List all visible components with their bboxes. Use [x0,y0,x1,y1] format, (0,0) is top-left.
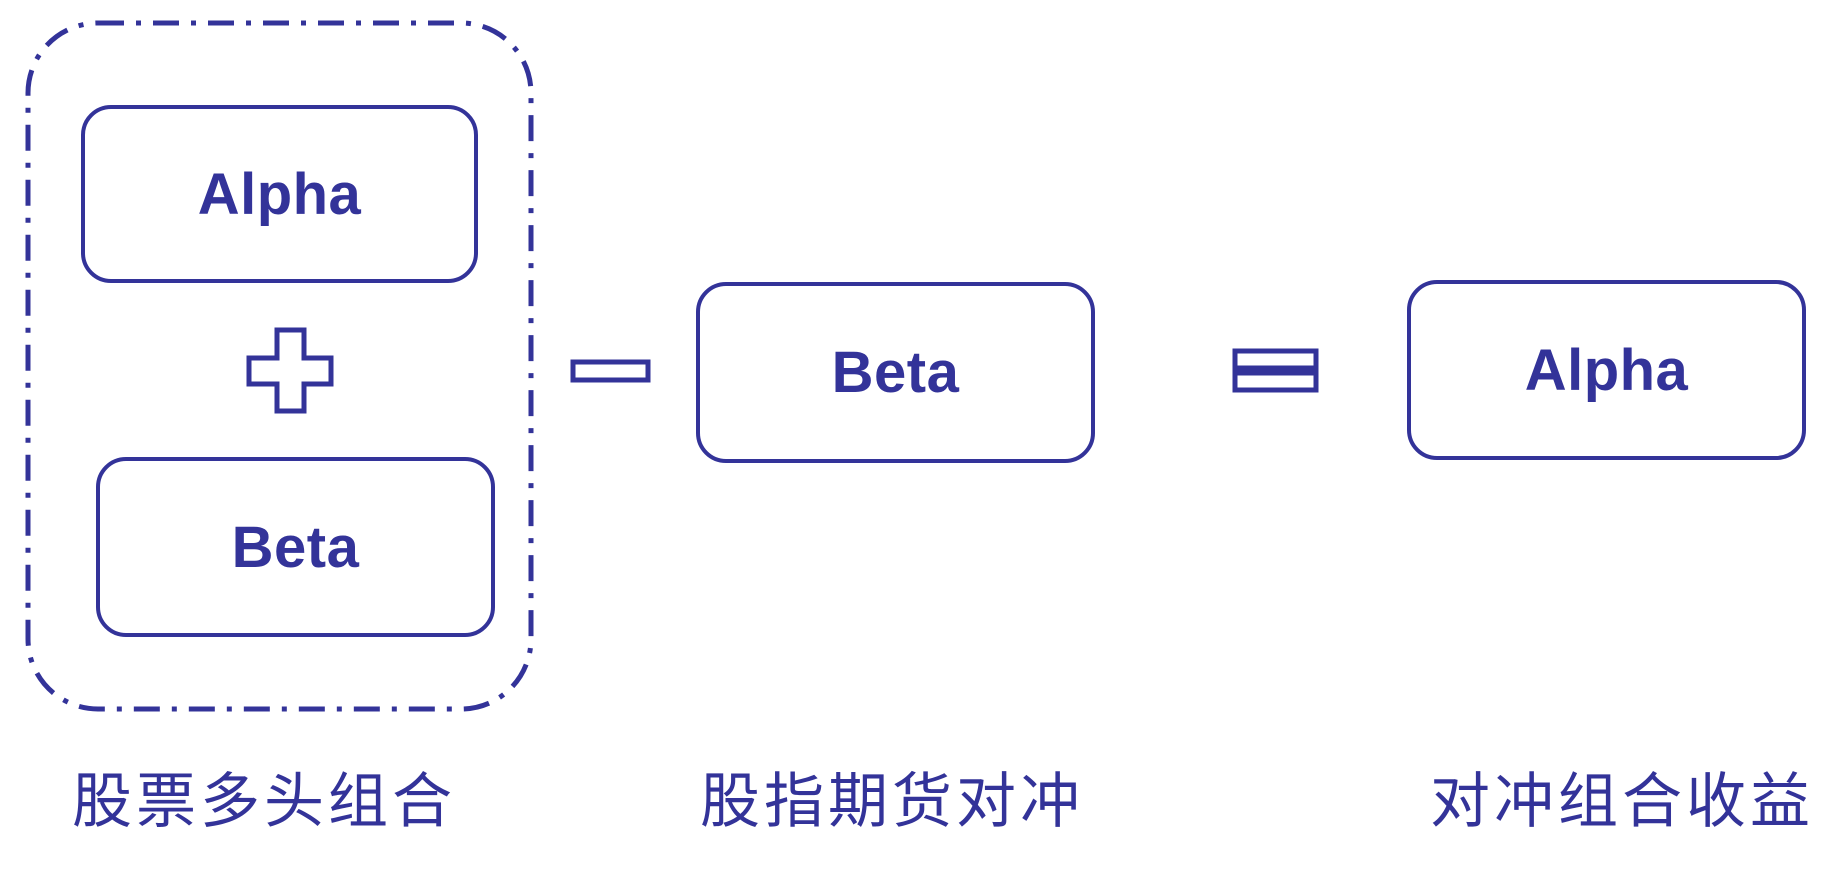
result-caption: 对冲组合收益 [1430,767,1814,837]
hedge-caption: 股指期货对冲 [700,767,1084,837]
long-portfolio-caption: 股票多头组合 [72,767,456,837]
hedge-beta-label: Beta [831,340,960,405]
minus-icon [570,359,651,383]
alpha-component-box: Alpha [81,105,478,283]
hedge-beta-box: Beta [696,282,1095,463]
alpha-component-label: Alpha [197,161,362,227]
result-alpha-box: Alpha [1407,280,1806,460]
long-portfolio-group-border [25,20,534,712]
beta-component-box: Beta [96,457,495,637]
plus-icon [246,327,334,414]
result-alpha-label: Alpha [1524,337,1689,403]
beta-component-label: Beta [231,514,360,580]
equals-icon [1232,348,1319,393]
